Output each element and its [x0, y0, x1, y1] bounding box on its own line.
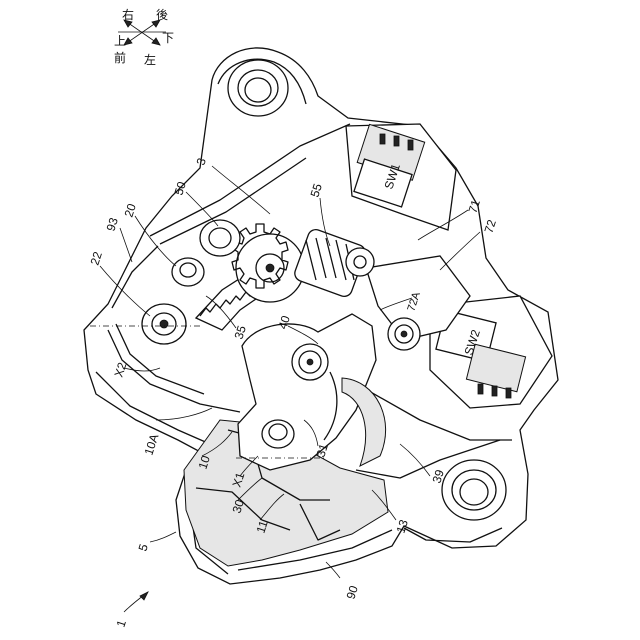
- shaft-40: [292, 344, 328, 380]
- label-93: 93: [104, 216, 122, 233]
- compass-front: 前: [114, 50, 126, 65]
- compass-down: 下: [162, 31, 174, 45]
- label-5: 5: [136, 542, 151, 553]
- label-90: 90: [344, 584, 362, 601]
- mounting-hole-bottom: [442, 460, 506, 520]
- mounting-hole-top: [228, 60, 288, 116]
- label-1: 1: [114, 618, 129, 629]
- compass-left: 左: [144, 52, 156, 67]
- direction-compass: 右 上 前 後 下 左: [114, 7, 174, 67]
- compass-up: 上: [114, 34, 126, 48]
- label-22: 22: [88, 250, 106, 267]
- compass-rear: 後: [156, 8, 168, 22]
- label-20: 20: [122, 202, 140, 219]
- bushing-50: [200, 220, 240, 256]
- stud-20: [172, 258, 204, 286]
- pin-22: [142, 304, 186, 344]
- compass-right: 右: [122, 7, 134, 22]
- label-71: 71: [466, 198, 484, 215]
- pin-31: [262, 420, 294, 448]
- label-10a: 10A: [142, 432, 162, 457]
- label-72: 72: [482, 218, 500, 235]
